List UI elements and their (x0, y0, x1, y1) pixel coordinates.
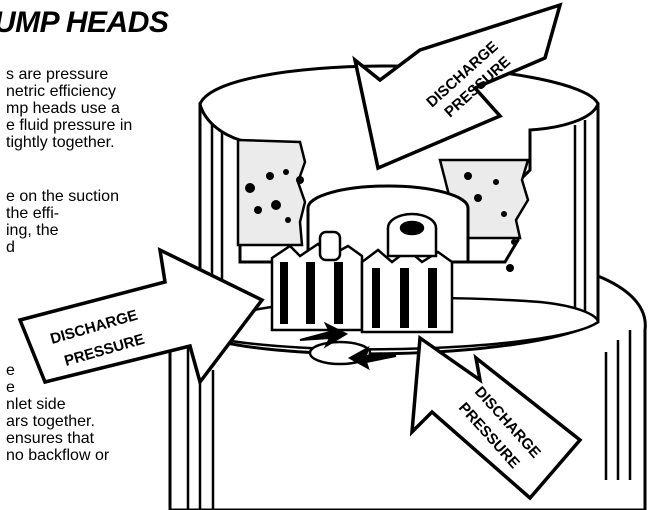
right-gear (360, 212, 454, 334)
paragraph-3-line: e (6, 362, 15, 379)
paragraph-1-line: netric efficiency (6, 83, 116, 100)
paragraph-3-line: ars together. (6, 413, 95, 430)
page-title: UMP HEADS (0, 6, 169, 39)
paragraph-3-line: nlet side (6, 396, 66, 413)
paragraph-1-line: s are pressure (6, 66, 109, 83)
paragraph-3-line: ensures that (6, 430, 95, 447)
paragraph-1-line: mp heads use a (6, 100, 120, 117)
paragraph-2-line: d (6, 239, 15, 256)
discharge-arrow-bottom: DISCHARGE PRESSURE (409, 334, 583, 501)
paragraph-1-line: tightly together. (6, 134, 115, 151)
flow-arrows (299, 321, 397, 371)
paragraph-2-line: the effi- (6, 205, 60, 222)
paragraph-1: s are pressure netric efficiency mp head… (6, 66, 132, 151)
fluid-dots (245, 169, 517, 272)
paragraph-2: e on the suction the effi- ing, the d (6, 188, 119, 256)
left-gear (270, 230, 364, 332)
paragraph-3-line: no backflow or (6, 447, 110, 464)
paragraph-3: e e nlet side ars together. ensures that… (6, 362, 109, 464)
paragraph-2-line: e on the suction (6, 188, 119, 205)
paragraph-1-line: e fluid pressure in (6, 117, 133, 134)
paragraph-2-line: ing, the (6, 222, 59, 239)
paragraph-3-line: e (6, 379, 15, 396)
